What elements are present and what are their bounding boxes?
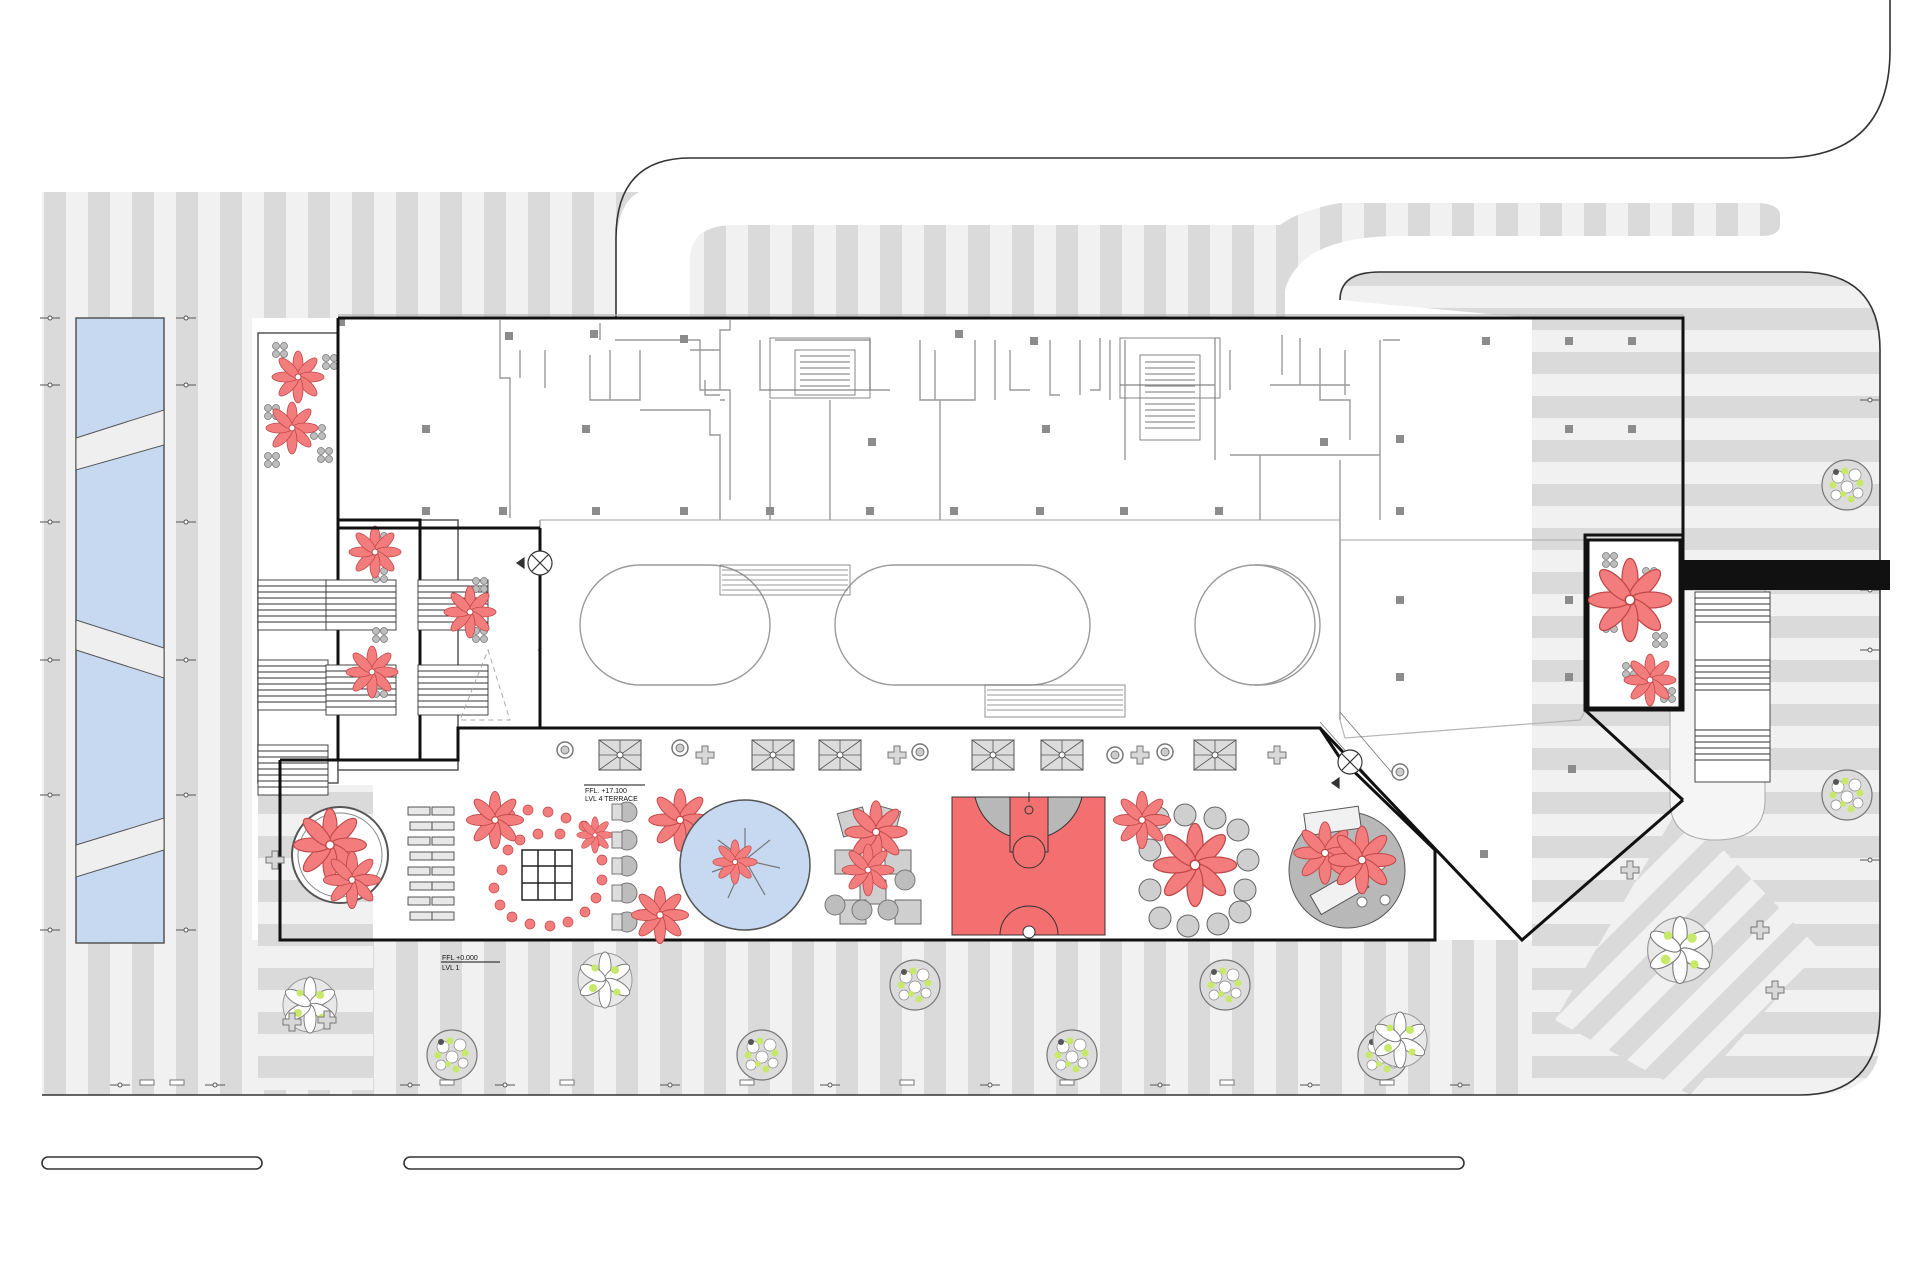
door-markers (515, 550, 1363, 790)
ground-level-label: LVL 1 (442, 965, 460, 972)
level-tag-terrace: FFL. +17.100 LVL 4 TERRACE (584, 784, 645, 803)
west-podium (257, 332, 459, 784)
basketball-court (951, 792, 1106, 939)
terrace-flower-ring (465, 790, 614, 932)
terrace-benches (407, 806, 455, 921)
building-outline (278, 316, 1890, 943)
level-tag-ground: FFL +0.000 LVL 1 (441, 955, 500, 972)
road-curbs (41, 0, 1891, 1170)
terrace-dining-circle (1288, 805, 1406, 929)
terrace-ffl-label: FFL. +17.100 (585, 788, 627, 795)
terrace-level-label: LVL 4 TERRACE (585, 796, 638, 803)
terrace-round-seating (1112, 790, 1260, 938)
east-stairs (1694, 591, 1771, 783)
terrace-round-planter (291, 806, 389, 910)
water-channel (75, 317, 165, 944)
escalator (719, 564, 1126, 718)
terrace-table-cluster (824, 800, 922, 925)
terrace-pool (679, 799, 811, 931)
east-planter-box (1586, 538, 1682, 710)
ground-ffl-label: FFL +0.000 (442, 955, 478, 962)
terrace-stools (611, 788, 712, 945)
building-interior (337, 314, 1685, 858)
west-stairs (257, 579, 489, 796)
